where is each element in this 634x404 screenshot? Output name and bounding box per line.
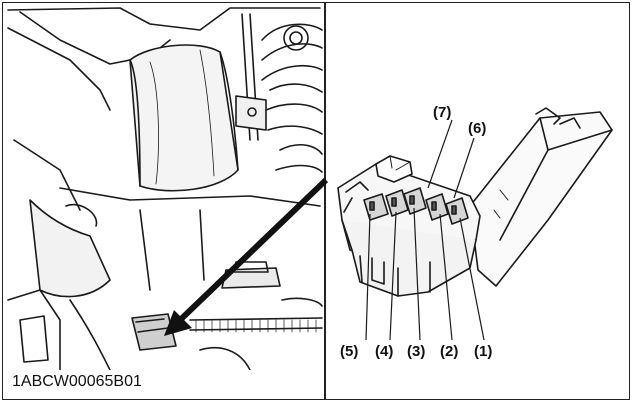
fuse-box-lid [469,111,613,287]
callout-7: (7) [433,104,452,121]
fuse-1 [445,197,469,225]
callout-6: (6) [468,120,487,137]
callout-leaders [365,119,485,341]
panel-divider [324,2,326,400]
callout-1: (1) [474,343,493,360]
fuse-2 [425,193,449,221]
callout-4: (4) [375,343,394,360]
figure-code: 1ABCW00065B01 [12,373,142,390]
fuse-3 [403,187,427,215]
callout-5: (5) [340,343,359,360]
hood-outline [7,7,321,31]
fuse-box-detail [337,107,613,297]
fuse-box-location [131,313,177,351]
callout-3: (3) [407,343,426,360]
fuse-5 [363,193,389,221]
left-hose [29,199,111,298]
pointer-arrow [164,177,329,336]
callout-2: (2) [440,343,459,360]
air-cleaner-body [129,44,239,192]
